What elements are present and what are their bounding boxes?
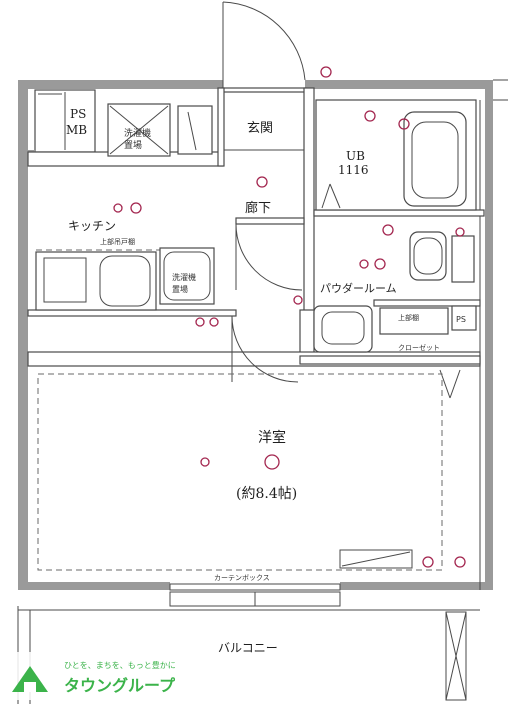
balcony-window	[169, 583, 341, 607]
light-fixture-icon	[364, 110, 376, 122]
upper-shelf-label: 上部棚	[398, 313, 419, 322]
outlet-icon	[454, 556, 466, 568]
brand-name: タウングループ	[64, 676, 176, 695]
brand-logo: ひとを、まちを、もっと豊かに タウングループ	[4, 652, 204, 700]
ps-mb-closet: PS MB	[34, 89, 96, 153]
outlet-icon	[200, 457, 210, 467]
western-room-area: (約8.4帖)	[236, 486, 297, 502]
brand-tagline: ひとを、まちを、もっと豊かに	[64, 661, 176, 670]
washer-space-label-2: 置場	[172, 284, 188, 294]
outer-walls	[18, 79, 508, 590]
ps-mb-label-2: MB	[66, 123, 87, 137]
interior-walls	[27, 87, 485, 367]
ub-label: UB	[346, 149, 365, 163]
outlet-icon	[398, 118, 410, 130]
ps-mb-label: PS	[70, 107, 86, 121]
unit-bath: UB 1116	[315, 99, 477, 211]
entrance-door	[222, 1, 306, 88]
outlet-icon	[293, 295, 303, 305]
outlet-icon	[382, 224, 394, 236]
light-fixture-icon	[320, 66, 332, 78]
kitchen-label: キッチン	[68, 219, 116, 233]
washing-machine-label-2: 置場	[124, 139, 142, 151]
upper-cabinet-label: 上部吊戸棚	[100, 237, 135, 246]
washer-space-label: 洗濯機	[172, 272, 196, 282]
light-fixture-icon	[256, 176, 268, 188]
entrance-label: 玄関	[247, 121, 273, 136]
powder-room-label: パウダールーム	[320, 281, 397, 295]
curtain-box-label: カーテンボックス	[214, 574, 270, 582]
western-room: 洋室 (約8.4帖) カーテンボックス	[37, 373, 443, 582]
outlet-icon	[422, 556, 434, 568]
kitchen-counter: 洗濯機 置場	[35, 247, 215, 311]
closet-label: クローゼット	[398, 343, 440, 352]
washing-machine-label: 洗濯機	[124, 127, 151, 139]
hallway-label: 廊下	[245, 200, 271, 216]
western-room-label: 洋室	[258, 429, 286, 446]
light-fixture-icon	[264, 454, 280, 470]
washer-room: 洗濯機 置場	[107, 103, 213, 157]
light-fixture-icon	[130, 202, 142, 214]
outlet-icon	[195, 317, 205, 327]
ub-size-label: 1116	[338, 163, 369, 177]
outlet-icon	[113, 203, 123, 213]
ps-small-label: PS	[456, 315, 466, 324]
outlet-icon	[209, 317, 219, 327]
electrical-marks	[113, 66, 466, 568]
powder-room: パウダールーム 上部棚 PS クローゼット	[313, 231, 477, 399]
hallway-doors	[231, 223, 303, 383]
outlet-icon	[359, 259, 369, 269]
outlet-icon	[455, 227, 465, 237]
house-logo-icon	[12, 666, 48, 692]
light-fixture-icon	[374, 258, 386, 270]
balcony-label: バルコニー	[218, 641, 278, 655]
